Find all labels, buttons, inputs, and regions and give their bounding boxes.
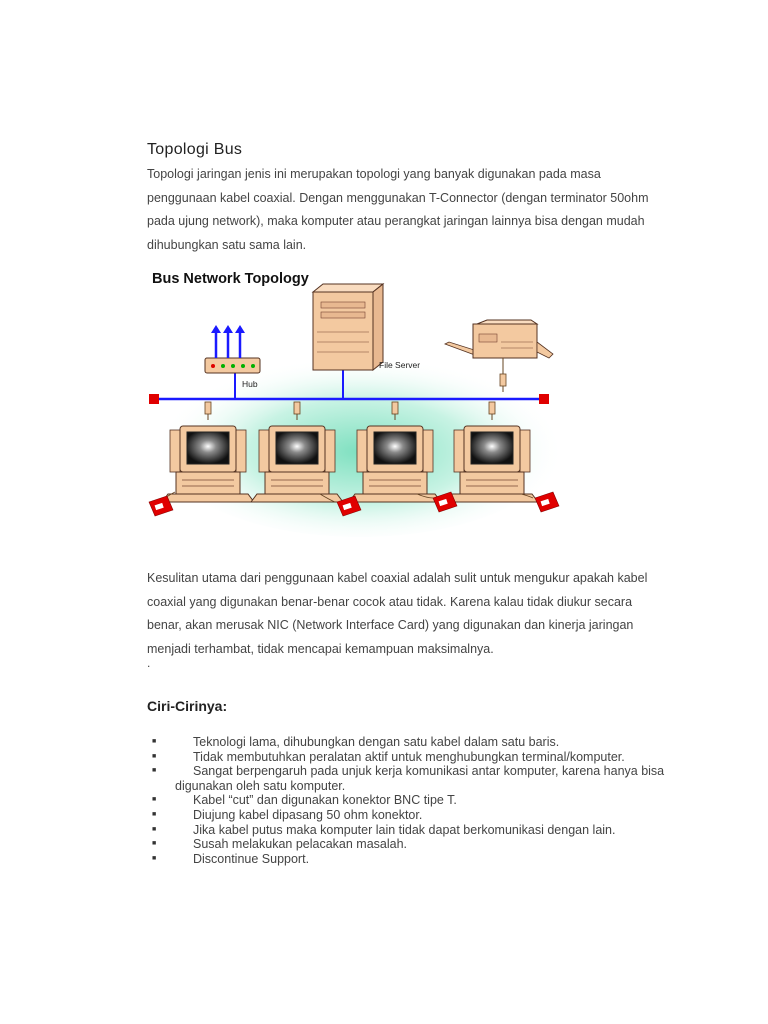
- list-item: ■Tidak membutuhkan peralatan aktif untuk…: [152, 749, 625, 764]
- bullet-icon: ■: [152, 840, 157, 848]
- bullet-icon: ■: [152, 767, 157, 775]
- bullet-icon: ■: [152, 825, 157, 833]
- list-item: ■Jika kabel putus maka komputer lain tid…: [152, 822, 616, 837]
- page-title: Topologi Bus: [147, 141, 243, 158]
- hub-device: [204, 325, 261, 399]
- features-heading: Ciri-Cirinya:: [147, 698, 228, 714]
- nic-card-4: [520, 491, 560, 513]
- workstation-1: [161, 425, 255, 503]
- printer-device: [443, 319, 554, 393]
- workstation-3: [348, 425, 442, 503]
- nic-card-3: [416, 491, 458, 513]
- diagram-title: Bus Network Topology: [152, 271, 309, 287]
- features-list: ■Teknologi lama, dihubungkan dengan satu…: [152, 735, 672, 866]
- terminator-right: [539, 394, 549, 404]
- nic-card-2: [319, 493, 362, 517]
- bullet-icon: ■: [152, 796, 157, 804]
- bullet-icon: ■: [152, 854, 157, 862]
- server-label: File Server: [379, 360, 420, 370]
- list-item: ■Kabel “cut” dan digunakan konektor BNC …: [152, 793, 457, 808]
- workstation-2: [250, 425, 344, 503]
- difficulty-paragraph: Kesulitan utama dari penggunaan kabel co…: [147, 571, 648, 656]
- list-item: ■Discontinue Support.: [152, 851, 310, 866]
- bus-topology-diagram: Bus Network Topology Hub: [148, 271, 565, 537]
- terminator-left: [149, 394, 159, 404]
- bullet-icon: ■: [152, 752, 157, 760]
- list-item: ■Diujung kabel dipasang 50 ohm konektor.: [152, 807, 423, 822]
- file-server: [311, 282, 385, 399]
- nic-card-1: [148, 491, 176, 517]
- separator-dot: .: [147, 656, 151, 670]
- intro-paragraph: Topologi jaringan jenis ini merupakan to…: [147, 167, 649, 252]
- list-item: ■Susah melakukan pelacakan masalah.: [152, 837, 408, 852]
- workstation-4: [445, 425, 539, 503]
- bullet-icon: ■: [152, 810, 157, 818]
- list-item: ■Teknologi lama, dihubungkan dengan satu…: [152, 735, 560, 749]
- bullet-icon: ■: [152, 738, 157, 745]
- list-item: ■Sangat berpengaruh pada unjuk kerja kom…: [152, 764, 665, 793]
- hub-label: Hub: [242, 379, 258, 389]
